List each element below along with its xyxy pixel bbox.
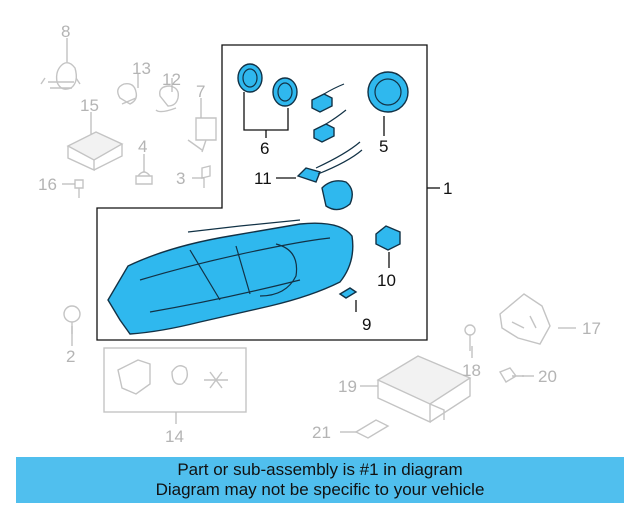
part-7-socket[interactable] xyxy=(187,117,217,153)
callout-17: 17 xyxy=(582,319,601,338)
callout-20: 20 xyxy=(538,367,557,386)
banner-line-1: Part or sub-assembly is #1 in diagram xyxy=(177,460,463,479)
callout-2: 2 xyxy=(66,347,75,366)
callout-12: 12 xyxy=(162,70,181,89)
part-10-socket[interactable] xyxy=(375,225,401,251)
part-17-bracket[interactable] xyxy=(499,293,551,345)
callout-1: 1 xyxy=(443,179,452,198)
callout-16: 16 xyxy=(38,175,57,194)
part-12-bulb[interactable] xyxy=(155,85,180,113)
part-15-module[interactable] xyxy=(66,131,124,172)
callout-11: 11 xyxy=(254,169,272,188)
part-9-bulb[interactable] xyxy=(338,287,358,299)
callout-19: 19 xyxy=(338,377,357,396)
callout-15: 15 xyxy=(80,96,99,115)
part-3-screw[interactable] xyxy=(201,165,211,188)
part-socket-middle[interactable] xyxy=(321,180,353,211)
part-6-cap-left[interactable] xyxy=(237,63,263,93)
part-5-cover[interactable] xyxy=(367,71,409,113)
part-connector-lower[interactable] xyxy=(313,109,347,143)
callout-13: 13 xyxy=(132,59,151,78)
part-14-bracket-kit[interactable] xyxy=(103,347,247,413)
part-1-headlamp-housing[interactable] xyxy=(107,219,354,335)
callout-7: 7 xyxy=(196,82,205,101)
callout-3: 3 xyxy=(176,169,185,188)
part-connector-upper[interactable] xyxy=(311,83,345,113)
part-18-stud[interactable] xyxy=(464,324,476,351)
parts-diagram: 8 13 12 7 15 4 3 16 2 14 17 18 20 19 21 … xyxy=(38,22,601,446)
callout-9: 9 xyxy=(362,315,371,334)
callout-4: 4 xyxy=(138,137,147,156)
part-20-bolt[interactable] xyxy=(498,367,524,383)
callout-5: 5 xyxy=(379,137,388,156)
part-8-bulb[interactable] xyxy=(40,61,81,90)
callout-14: 14 xyxy=(165,427,184,446)
info-banner: Part or sub-assembly is #1 in diagram Di… xyxy=(16,457,624,503)
callout-10: 10 xyxy=(377,271,396,290)
part-11-bulb-harness[interactable] xyxy=(296,141,363,183)
callout-6: 6 xyxy=(260,139,269,158)
banner-line-2: Diagram may not be specific to your vehi… xyxy=(155,480,485,499)
part-6-cap-right[interactable] xyxy=(272,77,298,107)
part-21-clip[interactable] xyxy=(354,419,390,439)
callout-18: 18 xyxy=(462,361,481,380)
callout-8: 8 xyxy=(61,22,70,41)
assembly-outline xyxy=(96,44,428,341)
part-19-control-module[interactable] xyxy=(376,355,472,424)
part-13-bulb[interactable] xyxy=(117,82,138,105)
callout-21: 21 xyxy=(312,423,331,442)
part-4-grommet[interactable] xyxy=(135,171,153,185)
part-16-bolt[interactable] xyxy=(74,179,84,198)
